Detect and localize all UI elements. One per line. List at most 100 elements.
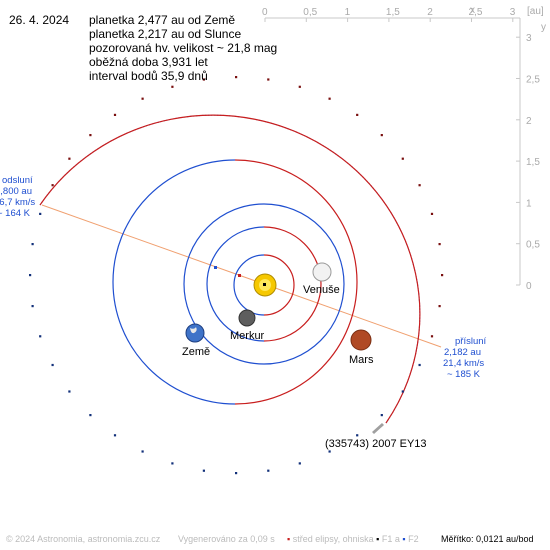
asteroid — [372, 423, 384, 434]
earth-label: Země — [182, 346, 210, 358]
focus-f2-marker — [214, 266, 217, 269]
position-marker — [141, 97, 144, 100]
perihelion-distance: 2,182 au — [444, 347, 481, 358]
earth-clouds — [190, 327, 197, 334]
aphelion-title: odsluní — [2, 175, 33, 186]
mercury-label: Merkur — [230, 330, 265, 342]
position-marker — [438, 243, 441, 246]
position-marker — [235, 472, 238, 475]
date-label: 26. 4. 2024 — [9, 13, 70, 27]
position-marker — [418, 184, 421, 187]
info-line-earth-distance: planetka 2,477 au od Země — [89, 13, 236, 27]
position-marker — [298, 85, 301, 88]
perihelion-info: přísluní 2,182 au 21,4 km/s ~ 185 K — [443, 336, 487, 380]
x-tick-label: 2 — [427, 7, 433, 18]
position-marker — [171, 462, 174, 465]
position-marker — [356, 434, 359, 437]
legend-f2-dot: ▪ — [402, 534, 406, 544]
aphelion-info: odsluní 3,800 au 16,7 km/s ~ 164 K — [0, 175, 35, 219]
position-marker — [430, 335, 434, 338]
legend-f1-dot: ▪ — [376, 534, 380, 544]
asteroid-position-markers — [29, 76, 444, 475]
position-marker — [328, 97, 331, 100]
position-marker — [51, 184, 54, 187]
venus — [312, 262, 332, 282]
y-tick-label: 1,5 — [526, 157, 540, 168]
position-marker — [39, 335, 42, 338]
position-marker — [89, 134, 92, 137]
mercury-orbit-red — [263, 254, 295, 316]
y-tick-label: 0 — [526, 281, 532, 292]
perihelion-temp: ~ 185 K — [447, 369, 481, 380]
info-line-magnitude: pozorovaná hv. velikost ~ 21,8 mag — [89, 41, 278, 55]
position-marker — [380, 414, 383, 417]
y-axis-label: y — [541, 22, 546, 33]
legend-f1-label: F1 a — [381, 534, 400, 544]
venus-orbit-blue — [206, 226, 265, 342]
info-line-sun-distance: planetka 2,217 au od Slunce — [89, 27, 242, 41]
info-block: planetka 2,477 au od Země planetka 2,217… — [89, 13, 277, 83]
perihelion-speed: 21,4 km/s — [443, 358, 484, 369]
x-tick-label: 3 — [510, 7, 516, 18]
focus-f1-marker — [263, 283, 266, 286]
position-marker — [401, 157, 404, 160]
mars-orbit-red — [234, 159, 358, 405]
position-marker — [298, 462, 301, 465]
legend-center-label: střed elipsy, ohniska — [292, 534, 374, 544]
y-tick-label: 0,5 — [526, 240, 540, 251]
info-line-period: oběžná doba 3,931 let — [89, 55, 208, 69]
y-tick-label: 2 — [526, 116, 532, 127]
ellipse-center-marker — [238, 274, 241, 277]
x-tick-label: 2,5 — [469, 7, 483, 18]
y-tick-label: 3 — [526, 33, 532, 44]
position-marker — [31, 243, 34, 246]
earth-orbit — [183, 203, 345, 365]
generated-time: Vygenerováno za 0,09 s — [178, 534, 275, 544]
legend-f2-label: F2 — [408, 534, 419, 544]
position-marker — [418, 363, 421, 367]
perihelion-title: přísluní — [455, 336, 487, 347]
position-marker — [267, 469, 270, 472]
position-marker — [68, 157, 71, 160]
earth — [185, 323, 205, 343]
mercury — [238, 309, 256, 327]
mars — [350, 329, 372, 351]
x-tick-label: 1 — [345, 7, 351, 18]
position-marker — [328, 450, 331, 453]
venus-label: Venuše — [303, 284, 340, 296]
position-marker — [113, 113, 117, 116]
position-marker — [39, 212, 42, 215]
info-line-interval: interval bodů 35,9 dnů — [89, 69, 208, 83]
aphelion-temp: ~ 164 K — [0, 208, 31, 219]
copyright: © 2024 Astronomia, astronomia.zcu.cz — [6, 534, 161, 544]
y-tick-label: 1 — [526, 198, 532, 209]
position-marker — [141, 450, 144, 453]
position-marker — [51, 363, 54, 367]
position-marker — [438, 305, 441, 308]
asteroid-orbit-blue — [39, 114, 421, 424]
position-marker — [68, 390, 71, 393]
y-tick-label: 2,5 — [526, 75, 540, 86]
venus-orbit-red — [263, 226, 322, 342]
position-marker — [430, 212, 434, 215]
position-marker — [235, 76, 238, 79]
position-marker — [356, 113, 359, 116]
position-marker — [401, 390, 404, 393]
axis-unit-label: [au] — [527, 6, 544, 17]
position-marker — [171, 85, 174, 88]
mars-orbit-blue — [112, 159, 236, 405]
x-tick-label: 1,5 — [386, 7, 400, 18]
position-marker — [89, 414, 92, 417]
x-axis-label: x — [470, 5, 475, 16]
position-marker — [380, 134, 383, 137]
legend-center-dot: ▪ — [287, 534, 291, 544]
scale-label: Měřítko: 0,0121 au/bod — [441, 534, 534, 544]
position-marker — [202, 78, 205, 81]
aphelion-distance: 3,800 au — [0, 186, 32, 197]
position-marker — [113, 434, 117, 437]
asteroid-label: (335743) 2007 EY13 — [325, 438, 427, 450]
position-marker — [267, 78, 270, 81]
position-marker — [441, 274, 444, 277]
